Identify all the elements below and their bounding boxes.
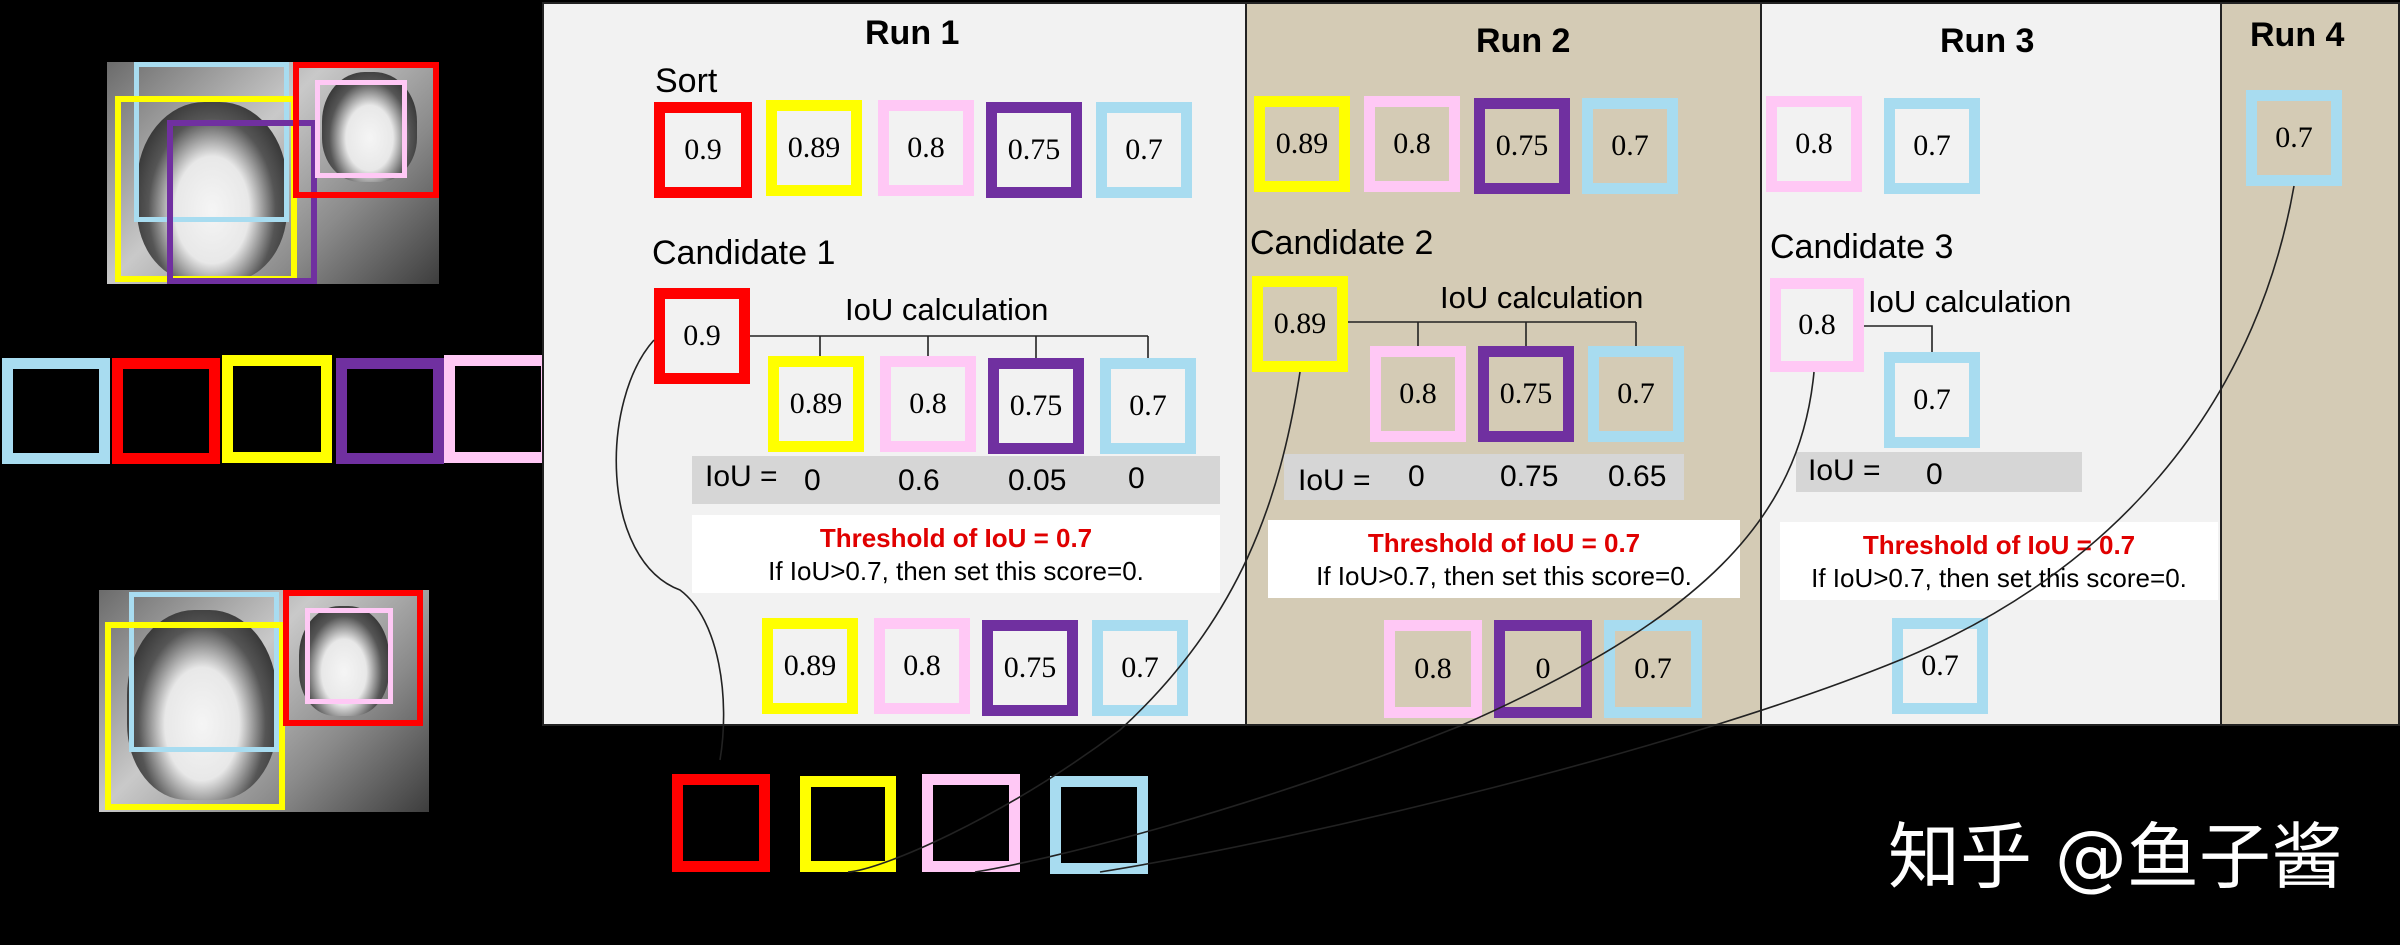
bbox-yellow-final	[105, 622, 285, 810]
run3-threshold-box: Threshold of IoU = 0.7 If IoU>0.7, then …	[1780, 522, 2218, 600]
run3-sorted-0: 0.8	[1766, 96, 1862, 192]
run2-iou-label: IoU =	[1298, 464, 1371, 497]
run1-iou-bar	[692, 456, 1220, 504]
run1-sorted-2: 0.8	[878, 100, 974, 196]
run1-compared-0: 0.89	[768, 356, 864, 452]
run1-threshold-text: Threshold of IoU = 0.7	[819, 523, 1093, 553]
run1-title: Run 1	[865, 14, 960, 52]
legend-box-purple	[336, 358, 444, 464]
run1-sorted-1: 0.89	[766, 100, 862, 196]
run1-sorted-4: 0.7	[1096, 102, 1192, 198]
run2-tree	[1348, 321, 1637, 346]
run2-result-0: 0.8	[1384, 620, 1482, 718]
curve-run1-to-red	[615, 339, 725, 761]
final-box-red	[672, 774, 770, 872]
run1-result-1: 0.8	[874, 618, 970, 714]
dog-left-top	[137, 102, 287, 282]
bbox-pink-final	[305, 608, 393, 704]
curve-run2-to-yellow	[847, 371, 1301, 873]
run1-tree	[750, 335, 1149, 358]
run1-result-0: 0.89	[762, 618, 858, 714]
run3-title: Run 3	[1940, 22, 2035, 60]
run2-threshold-text: Threshold of IoU = 0.7	[1367, 528, 1641, 558]
legend-box-red	[112, 358, 220, 464]
run2-compared-1: 0.75	[1478, 346, 1574, 442]
legend-box-lightblue	[2, 358, 110, 464]
run1-compared-1: 0.8	[880, 356, 976, 452]
watermark: 知乎 @鱼子酱	[1888, 815, 2343, 899]
run3-sorted-1: 0.7	[1884, 98, 1980, 194]
legend-box-yellow	[222, 355, 332, 463]
run3-tree	[1864, 325, 1933, 352]
bbox-red-final	[283, 590, 423, 726]
input-image-top	[107, 62, 439, 284]
run4-sorted-0: 0.7	[2246, 90, 2342, 186]
curve-run4-to-blue	[1099, 185, 2295, 873]
curve-run3-to-pink	[974, 371, 1815, 873]
dog-right-top	[322, 72, 417, 182]
run2-result-1: 0	[1494, 620, 1592, 718]
run2-sorted-3: 0.7	[1582, 98, 1678, 194]
run3-rule-text: If IoU>0.7, then set this score=0.	[1811, 563, 2187, 593]
run3-candidate-box: 0.8	[1770, 278, 1864, 372]
bbox-lightblue-final	[129, 592, 279, 752]
run3-compared-0: 0.7	[1884, 352, 1980, 448]
run1-compared-2: 0.75	[988, 358, 1084, 454]
final-box-pink	[922, 774, 1020, 872]
run2-compared-0: 0.8	[1370, 346, 1466, 442]
run1-threshold-box: Threshold of IoU = 0.7 If IoU>0.7, then …	[692, 515, 1220, 593]
run2-iou-0: 0	[1408, 460, 1425, 493]
bbox-purple	[167, 120, 317, 284]
run3-iou-calc-label: IoU calculation	[1868, 284, 2072, 319]
run1-candidate-box: 0.9	[654, 288, 750, 384]
run3-iou-bar	[1796, 452, 2082, 492]
run2-rule-text: If IoU>0.7, then set this score=0.	[1316, 561, 1692, 591]
run2-candidate-box: 0.89	[1252, 276, 1348, 372]
run3-iou-label: IoU =	[1808, 454, 1881, 487]
run1-iou-1: 0.6	[898, 464, 940, 497]
run2-title: Run 2	[1476, 22, 1571, 60]
run1-result-2: 0.75	[982, 620, 1078, 716]
run1-compared-3: 0.7	[1100, 358, 1196, 454]
run1-iou-label: IoU =	[705, 460, 778, 493]
run2-sorted-0: 0.89	[1254, 96, 1350, 192]
final-box-lightblue	[1050, 776, 1148, 874]
bbox-pink	[315, 80, 407, 178]
run3-candidate-label: Candidate 3	[1770, 228, 1954, 266]
run1-rule-text: If IoU>0.7, then set this score=0.	[768, 556, 1144, 586]
run2-iou-bar	[1284, 454, 1684, 500]
run1-iou-calc-label: IoU calculation	[845, 292, 1049, 327]
run2-compared-2: 0.7	[1588, 346, 1684, 442]
run1-sort-label: Sort	[655, 62, 718, 100]
run3-result-0: 0.7	[1892, 618, 1988, 714]
bbox-red	[293, 62, 439, 198]
final-box-yellow	[800, 776, 896, 872]
dog-left-bottom	[127, 610, 277, 800]
run2-candidate-label: Candidate 2	[1250, 224, 1434, 262]
output-image-bottom	[99, 590, 429, 812]
dog-right-bottom	[299, 606, 389, 716]
run2-result-2: 0.7	[1604, 620, 1702, 718]
run1-sorted-3: 0.75	[986, 102, 1082, 198]
run1-sorted-0: 0.9	[654, 102, 752, 198]
run4-title: Run 4	[2250, 16, 2345, 54]
run1-iou-0: 0	[804, 464, 821, 497]
run2-sorted-1: 0.8	[1364, 96, 1460, 192]
run2-iou-2: 0.65	[1608, 460, 1667, 493]
run1-iou-3: 0	[1128, 462, 1145, 495]
run2-sorted-2: 0.75	[1474, 98, 1570, 194]
run2-threshold-box: Threshold of IoU = 0.7 If IoU>0.7, then …	[1268, 520, 1740, 598]
run2-iou-1: 0.75	[1500, 460, 1559, 493]
bbox-lightblue	[134, 62, 289, 222]
run2-iou-calc-label: IoU calculation	[1440, 280, 1644, 315]
run1-candidate-label: Candidate 1	[652, 234, 836, 272]
run1-iou-2: 0.05	[1008, 464, 1067, 497]
run3-iou-0: 0	[1926, 458, 1943, 491]
